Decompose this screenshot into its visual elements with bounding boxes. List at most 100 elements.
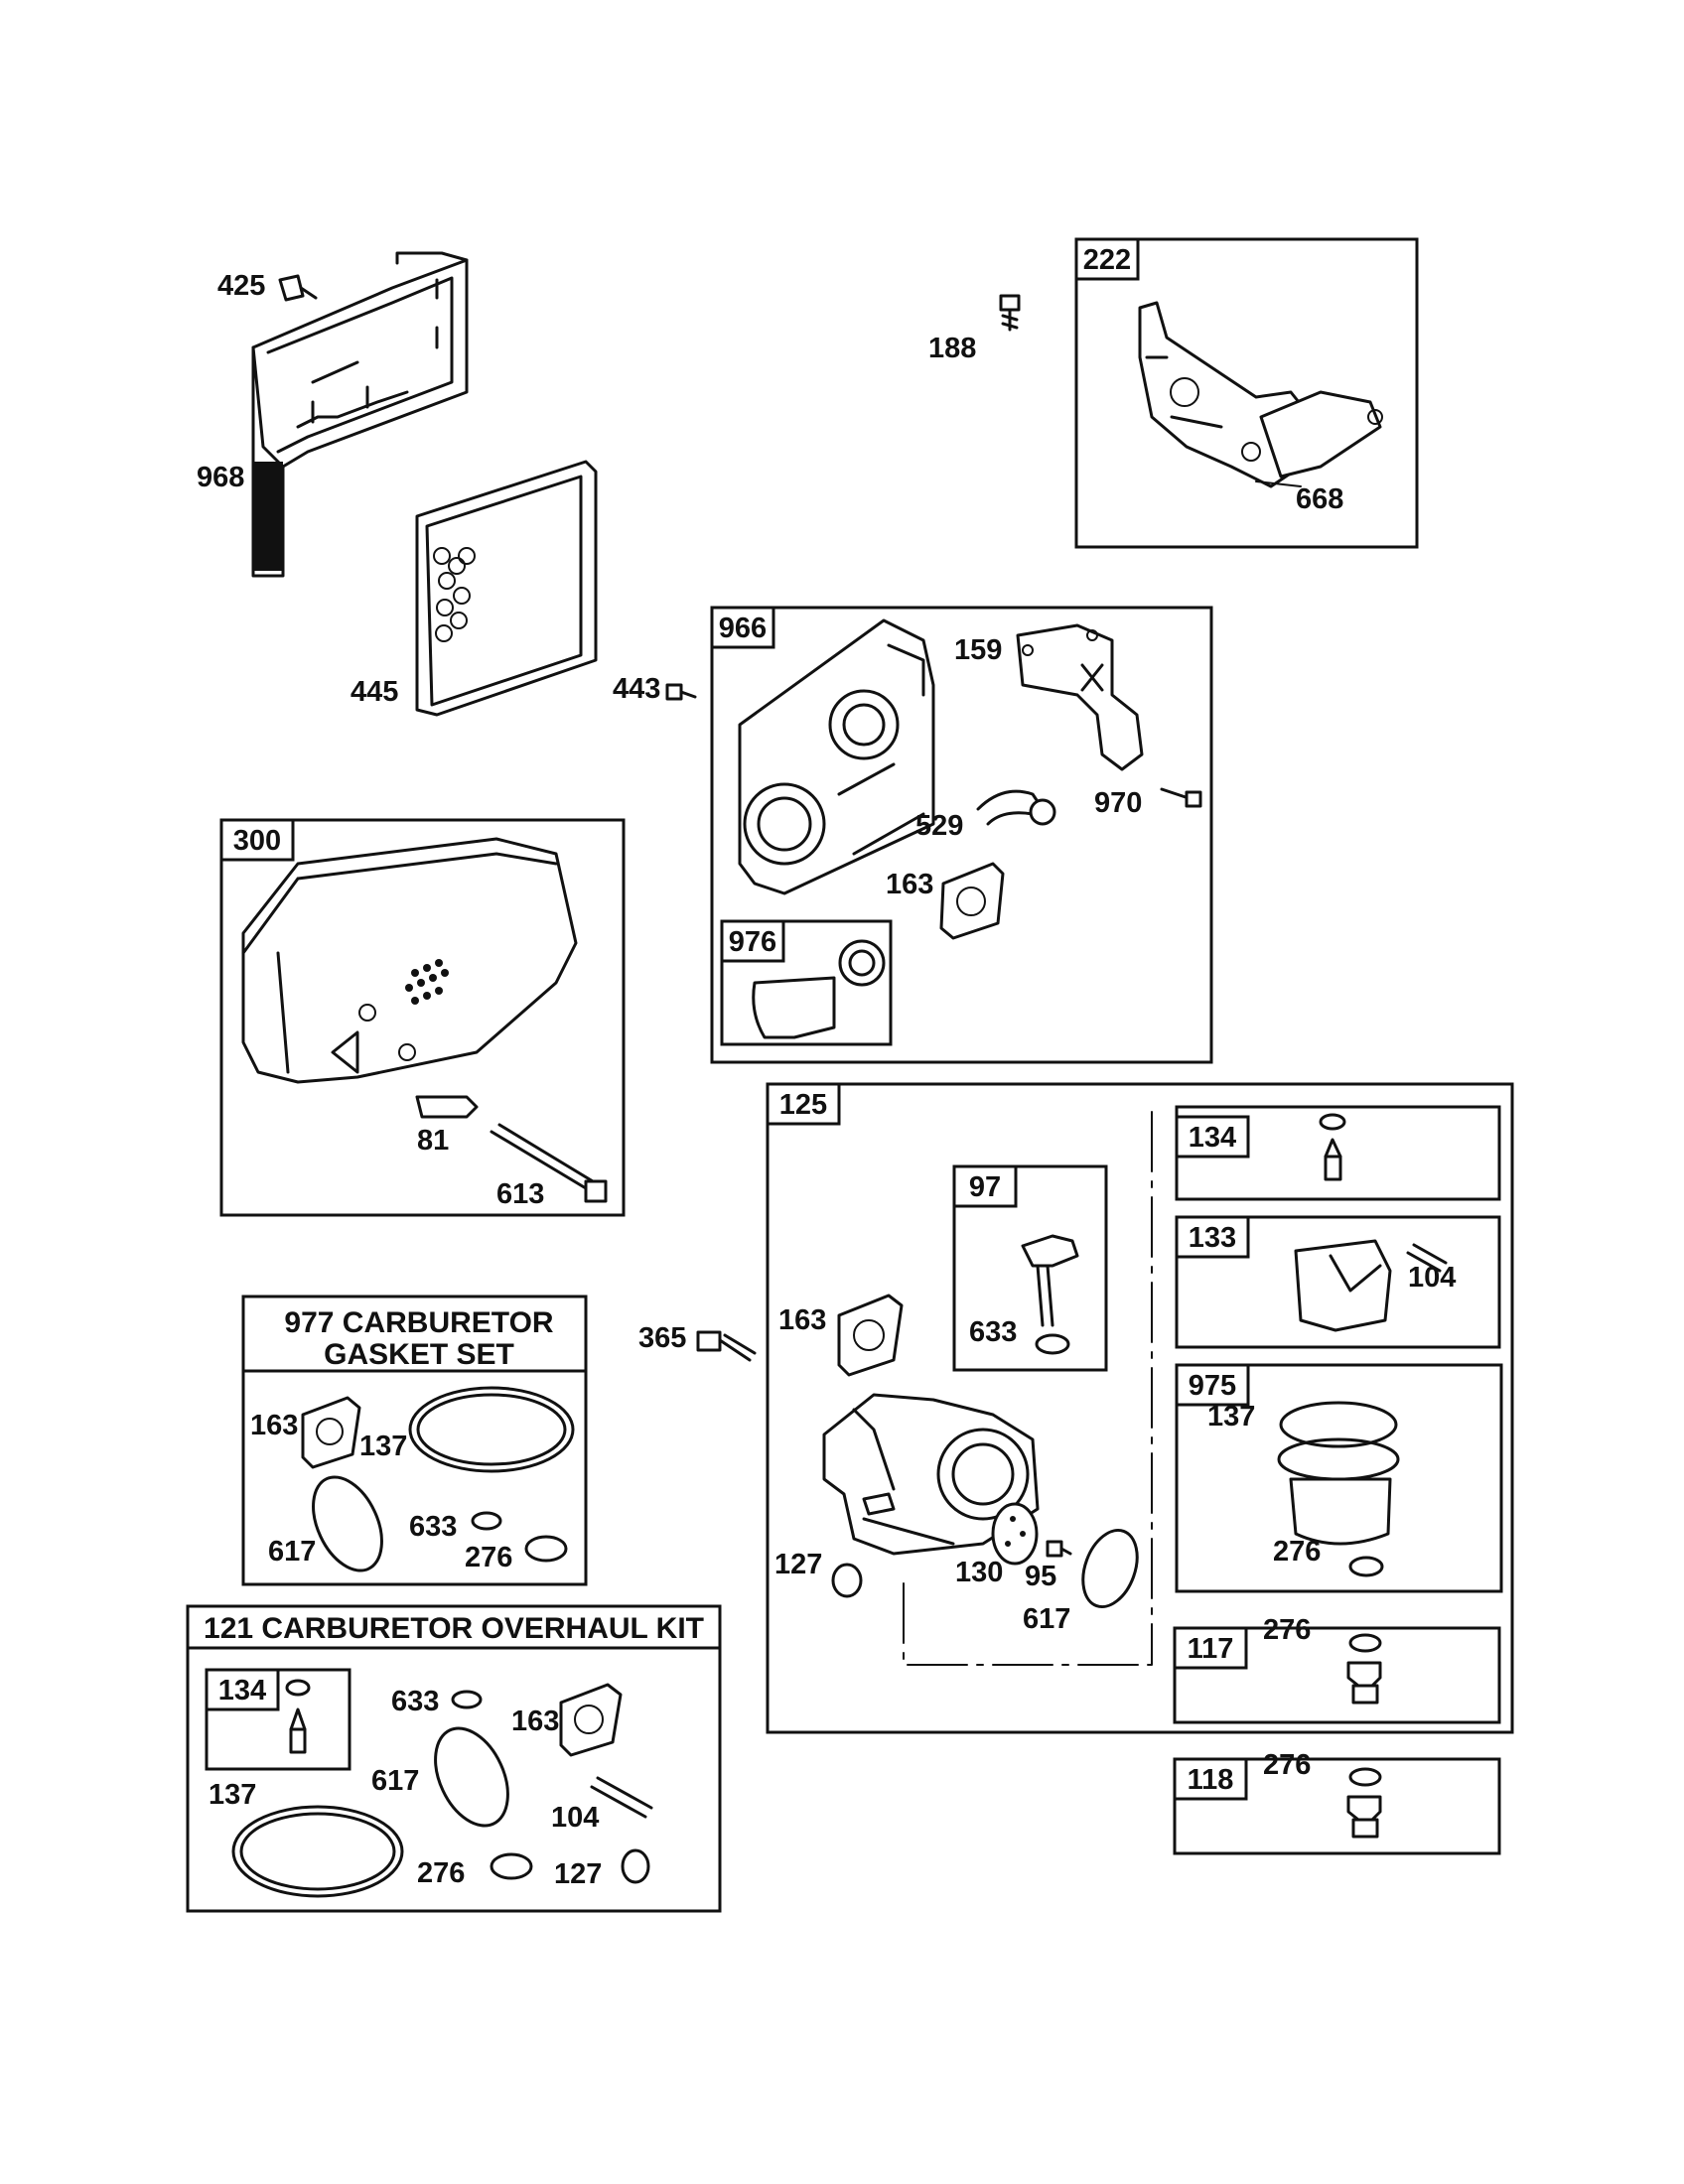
- washer-633-a: [1035, 1333, 1070, 1355]
- label-130: 130: [955, 1557, 1003, 1588]
- tag-97: 97: [952, 1164, 1018, 1208]
- label-613: 613: [496, 1178, 544, 1210]
- label-gasket-276: 276: [465, 1542, 512, 1573]
- label-163-b: 163: [778, 1304, 826, 1336]
- gasket-set-title-line1: 977 CARBURETOR: [284, 1306, 554, 1339]
- svg-text:118: 118: [1188, 1764, 1234, 1796]
- group-97-box: [952, 1164, 1108, 1372]
- label-kit-127: 127: [554, 1858, 602, 1890]
- washer-633-k: [451, 1690, 483, 1709]
- label-445: 445: [351, 676, 398, 708]
- label-425: 425: [217, 270, 265, 302]
- gasket-163-g: [301, 1396, 361, 1469]
- tag-134-b: 134: [205, 1668, 280, 1711]
- label-kit-104: 104: [551, 1802, 599, 1834]
- filter-976: [752, 939, 886, 1039]
- svg-text:976: 976: [729, 926, 776, 958]
- plug-127-a: [831, 1563, 863, 1598]
- o-ring-137-g: [408, 1386, 575, 1473]
- group-975-box: [1175, 1363, 1503, 1593]
- label-137-a: 137: [1207, 1401, 1255, 1433]
- label-gasket-163: 163: [250, 1410, 298, 1441]
- inlet-needle-134-b: [285, 1679, 311, 1754]
- tag-976: 976: [720, 919, 785, 963]
- label-kit-163: 163: [511, 1706, 559, 1737]
- bolt-613: [490, 1123, 608, 1203]
- pin-104-k: [590, 1776, 653, 1819]
- gasket-163-b: [837, 1294, 904, 1377]
- o-ring-617-g: [312, 1475, 383, 1572]
- screw-365: [696, 1330, 757, 1362]
- washer-633-g: [471, 1511, 502, 1531]
- svg-text:97: 97: [969, 1171, 1001, 1203]
- svg-text:134: 134: [218, 1675, 266, 1706]
- label-159: 159: [954, 634, 1002, 666]
- group-125-box: [766, 1082, 1514, 1734]
- label-970: 970: [1094, 787, 1142, 819]
- bowl-leader-lines: [903, 1111, 1153, 1666]
- o-ring-617-a: [1081, 1528, 1139, 1609]
- group-133-box: [1175, 1215, 1501, 1349]
- overhaul-kit-box: [186, 1604, 722, 1913]
- label-81: 81: [417, 1125, 449, 1157]
- gasket-163-a: [939, 862, 1005, 940]
- screw-188: [999, 294, 1021, 332]
- tag-118: 118: [1173, 1757, 1248, 1801]
- label-365: 365: [638, 1322, 686, 1354]
- bracket-159: [1016, 623, 1144, 771]
- overhaul-kit-title: 121 CARBURETOR OVERHAUL KIT: [204, 1612, 704, 1645]
- group-300-box: [219, 818, 626, 1217]
- svg-text:133: 133: [1189, 1222, 1236, 1254]
- label-127-a: 127: [774, 1549, 822, 1580]
- float-133: [1294, 1239, 1392, 1332]
- label-104-a: 104: [1408, 1262, 1456, 1294]
- label-529: 529: [915, 810, 963, 842]
- gasket-130: [991, 1502, 1039, 1566]
- leader-668: [1255, 480, 1302, 487]
- group-966-box: [710, 606, 1213, 1064]
- svg-text:134: 134: [1189, 1122, 1236, 1154]
- bolt-425: [278, 274, 318, 302]
- tube-529: [976, 789, 1056, 826]
- group-118-box: [1173, 1757, 1501, 1855]
- label-95: 95: [1025, 1561, 1056, 1592]
- muffler-300: [241, 837, 578, 1084]
- screw-117: [1346, 1633, 1382, 1705]
- label-kit-617: 617: [371, 1765, 419, 1797]
- group-976-box: [720, 919, 893, 1046]
- screw-118: [1346, 1767, 1382, 1839]
- tag-975: 975: [1175, 1363, 1250, 1407]
- washer-276-a: [1348, 1556, 1384, 1577]
- o-ring-137-k: [231, 1805, 404, 1898]
- label-kit-633: 633: [391, 1686, 439, 1717]
- screw-970: [1160, 787, 1202, 808]
- label-276-a: 276: [1273, 1536, 1321, 1568]
- label-gasket-137: 137: [359, 1431, 407, 1462]
- tag-117: 117: [1173, 1626, 1248, 1670]
- group-117-box: [1173, 1626, 1501, 1724]
- svg-text:966: 966: [719, 613, 767, 644]
- group-222-box: [1074, 237, 1419, 549]
- svg-text:975: 975: [1189, 1370, 1236, 1402]
- svg-text:125: 125: [779, 1089, 827, 1121]
- bowl-975: [1277, 1401, 1400, 1546]
- label-188: 188: [928, 333, 976, 364]
- svg-text:300: 300: [233, 825, 281, 857]
- carburetor-125: [822, 1393, 1040, 1556]
- inlet-needle-134-a: [1319, 1113, 1346, 1181]
- svg-text:222: 222: [1083, 244, 1131, 276]
- label-kit-276: 276: [417, 1857, 465, 1889]
- tag-966: 966: [710, 606, 775, 649]
- label-443: 443: [613, 673, 660, 705]
- label-668: 668: [1296, 483, 1343, 515]
- gasket-set-box: [241, 1295, 588, 1586]
- choke-shaft-97: [1021, 1234, 1079, 1327]
- tag-134-a: 134: [1175, 1115, 1250, 1159]
- screw-443: [665, 683, 697, 701]
- screw-95: [1046, 1540, 1072, 1558]
- svg-text:117: 117: [1188, 1633, 1234, 1665]
- adapter-966: [738, 618, 935, 895]
- tag-222: 222: [1074, 237, 1140, 281]
- label-276-c: 276: [1263, 1749, 1311, 1781]
